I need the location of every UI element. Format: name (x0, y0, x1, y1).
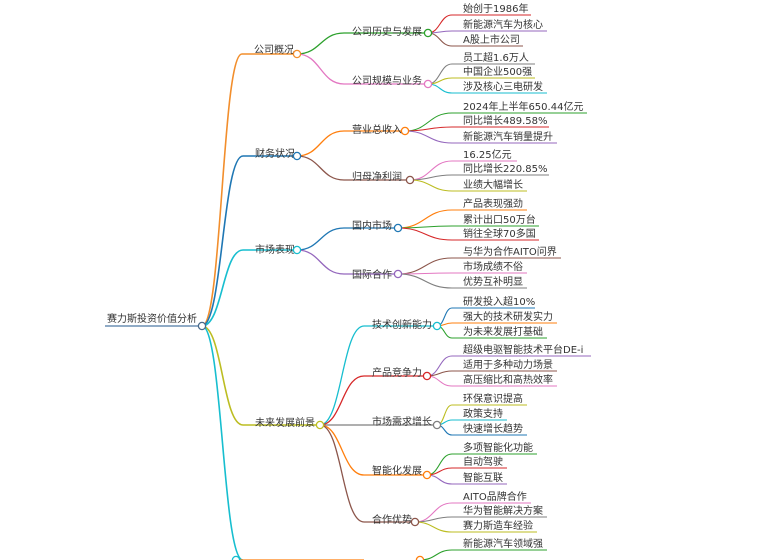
child-topic: 市场需求增长 (372, 415, 432, 428)
child-collapse-toggle[interactable] (410, 517, 420, 527)
leaf-connector (397, 209, 453, 229)
branch-topic: 财务状况 (255, 147, 295, 160)
branch-collapse-toggle[interactable] (292, 245, 302, 255)
branch-collapse-toggle[interactable] (292, 49, 302, 59)
leaf-connector (427, 14, 453, 34)
branch-collapse-toggle[interactable] (315, 420, 325, 430)
leaf-topic: 多项智能化功能 (463, 441, 533, 454)
child-connector (296, 155, 345, 181)
branch-connector (201, 53, 243, 327)
child-collapse-toggle[interactable] (432, 420, 442, 430)
leaf-connector (397, 257, 453, 275)
child-collapse-toggle[interactable] (393, 269, 403, 279)
leaf-topic: 适用于多种动力场景 (463, 358, 553, 371)
root-topic: 赛力斯投资价值分析 (107, 312, 197, 325)
leaf-topic: 同比增长220.85% (463, 162, 548, 175)
child-connector (319, 424, 365, 476)
leaf-topic: 市场成绩不俗 (463, 260, 523, 273)
branch-collapse-toggle[interactable] (292, 151, 302, 161)
leaf-topic: 累计出口50万台 (463, 213, 536, 226)
child-connector (319, 375, 365, 426)
child-connector (319, 424, 365, 523)
child-topic: 合作优势 (372, 513, 412, 526)
leaf-topic: 涉及核心三电研发 (463, 80, 543, 93)
leaf-topic: 高压缩比和高热效率 (463, 373, 553, 386)
leaf-topic: 赛力斯造车经验 (463, 519, 533, 532)
leaf-topic: 销往全球70多国 (463, 227, 536, 240)
child-connector (296, 32, 345, 55)
child-collapse-toggle[interactable] (393, 223, 403, 233)
child-topic: 归母净利润 (352, 170, 402, 183)
child-connector (319, 325, 365, 426)
leaf-connector (414, 516, 453, 523)
leaf-topic: 与华为合作AITO问界 (463, 245, 557, 258)
child-topic: 营业总收入 (352, 123, 402, 136)
child-collapse-toggle[interactable] (400, 126, 410, 136)
child-topic: 公司历史与发展 (352, 25, 422, 38)
leaf-connector (404, 126, 453, 132)
child-collapse-toggle[interactable] (415, 555, 425, 560)
child-connector (296, 227, 345, 251)
leaf-topic: 强大的技术研发实力 (463, 310, 553, 323)
leaf-connector (409, 174, 453, 181)
root-collapse-toggle[interactable] (197, 321, 207, 331)
branch-connector (201, 249, 244, 327)
branch-topic: 公司概况 (254, 43, 294, 56)
leaf-topic: 员工超1.6万人 (463, 51, 529, 64)
leaf-topic: 华为智能解决方案 (463, 504, 543, 517)
leaf-topic: 智能互联 (463, 471, 503, 484)
leaf-connector (414, 521, 453, 533)
leaf-topic: 产品表现强劲 (463, 197, 523, 210)
leaf-connector (419, 549, 453, 560)
leaf-topic: 环保意识提高 (463, 392, 523, 405)
branch-connector (201, 325, 244, 560)
branch-collapse-toggle[interactable] (231, 555, 241, 560)
child-collapse-toggle[interactable] (423, 28, 433, 38)
leaf-topic: 为未来发展打基础 (463, 325, 543, 338)
child-topic: 国内市场 (352, 219, 392, 232)
leaf-connector (404, 112, 453, 132)
leaf-connector (409, 179, 453, 192)
leaf-topic: 政策支持 (463, 407, 503, 420)
branch-topic: 未来发展前景 (255, 416, 315, 429)
branch-connector (201, 155, 244, 327)
leaf-topic: 同比增长489.58% (463, 114, 548, 127)
leaf-topic: AITO品牌合作 (463, 490, 527, 503)
leaf-topic: 自动驾驶 (463, 455, 503, 468)
leaf-topic: 始创于1986年 (463, 2, 528, 15)
leaf-topic: 优势互补明显 (463, 275, 523, 288)
child-topic: 技术创新能力 (372, 318, 432, 331)
child-connector (296, 53, 345, 85)
child-collapse-toggle[interactable] (422, 371, 432, 381)
leaf-topic: A股上市公司 (463, 33, 520, 46)
leaf-connector (397, 273, 453, 289)
leaf-topic: 新能源汽车为核心 (463, 18, 543, 31)
leaf-topic: 2024年上半年650.44亿元 (463, 100, 583, 113)
leaf-topic: 新能源汽车销量提升 (463, 130, 553, 143)
leaf-topic: 超级电驱智能技术平台DE-i (463, 343, 583, 356)
child-topic: 国际合作 (352, 268, 392, 281)
leaf-connector (404, 130, 453, 144)
leaf-topic: 研发投入超10% (463, 295, 535, 308)
child-topic: 智能化发展 (372, 464, 422, 477)
leaf-topic: 快速增长趋势 (463, 422, 523, 435)
branch-topic: 市场表现 (255, 243, 295, 256)
child-connector (296, 249, 345, 275)
child-collapse-toggle[interactable] (423, 79, 433, 89)
child-topic: 公司规模与业务 (352, 74, 422, 87)
child-topic: 产品竞争力 (372, 366, 422, 379)
leaf-connector (397, 227, 453, 241)
leaf-topic: 中国企业500强 (463, 65, 532, 78)
child-connector (296, 130, 345, 157)
leaf-topic: 新能源汽车领域强 (463, 537, 543, 550)
child-collapse-toggle[interactable] (405, 175, 415, 185)
child-collapse-toggle[interactable] (432, 321, 442, 331)
leaf-topic: 业绩大幅增长 (463, 178, 523, 191)
branch-connector (201, 325, 244, 426)
leaf-topic: 16.25亿元 (463, 148, 512, 161)
child-collapse-toggle[interactable] (422, 470, 432, 480)
